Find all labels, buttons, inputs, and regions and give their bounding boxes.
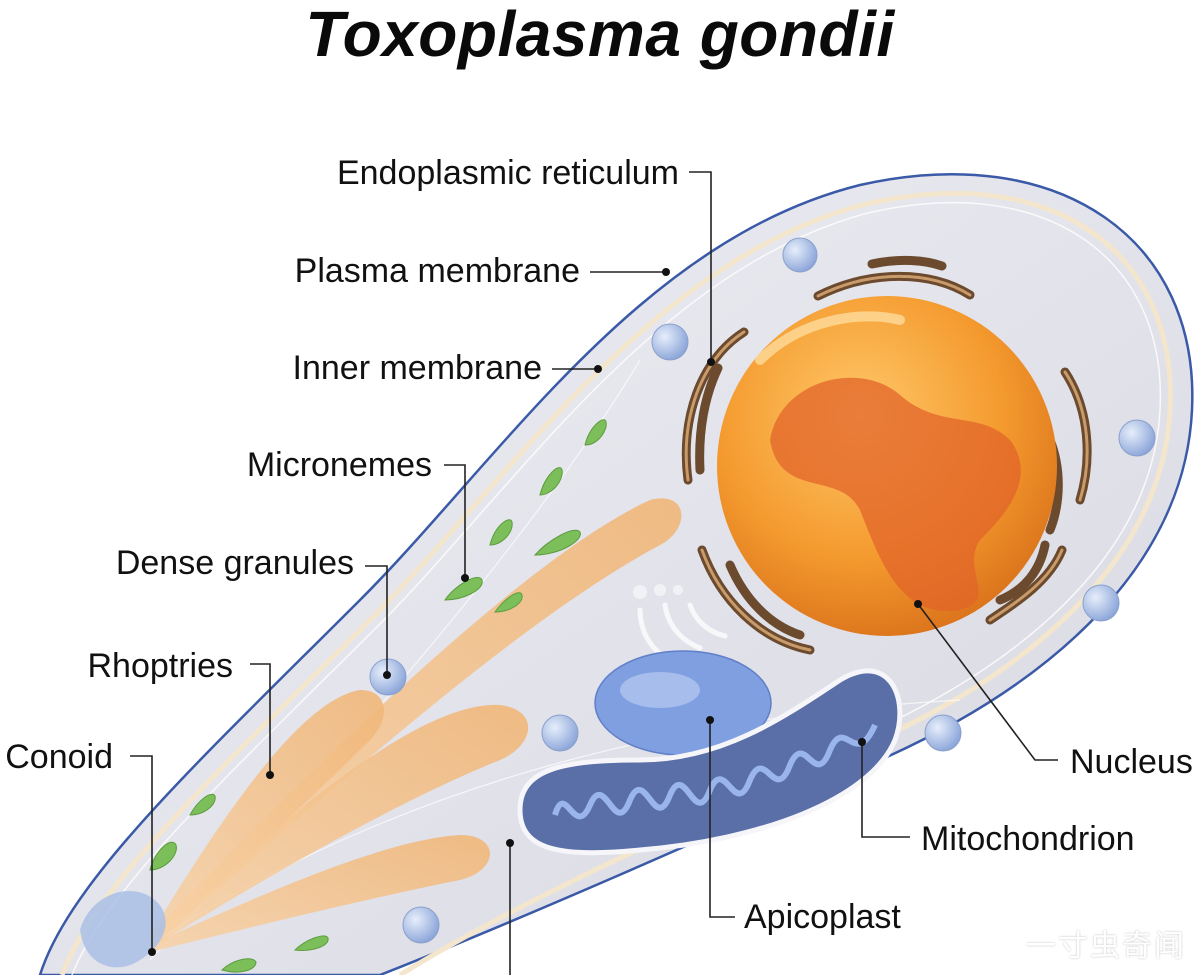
label-mitochondrion: Mitochondrion <box>921 820 1135 858</box>
label-rhoptries: Rhoptries <box>87 647 233 685</box>
label-inner-membrane: Inner membrane <box>293 349 542 387</box>
nucleolus <box>770 377 1021 612</box>
rhoptries <box>150 498 682 952</box>
label-conoid: Conoid <box>5 738 113 776</box>
label-dense-granules: Dense granules <box>116 544 354 582</box>
conoid <box>80 891 166 968</box>
label-micronemes: Micronemes <box>247 446 432 484</box>
micronemes <box>149 419 607 973</box>
watermark: 一寸虫奇闻 <box>1026 929 1186 964</box>
dense-granules <box>369 237 1156 944</box>
label-plasma-membrane: Plasma membrane <box>295 252 580 290</box>
nucleus <box>717 296 1057 636</box>
leader-lines <box>130 171 1058 975</box>
label-endoplasmic-reticulum: Endoplasmic reticulum <box>337 154 679 192</box>
label-nucleus: Nucleus <box>1070 743 1193 781</box>
label-apicoplast: Apicoplast <box>744 898 901 936</box>
diagram-title: Toxoplasma gondii <box>305 0 895 70</box>
